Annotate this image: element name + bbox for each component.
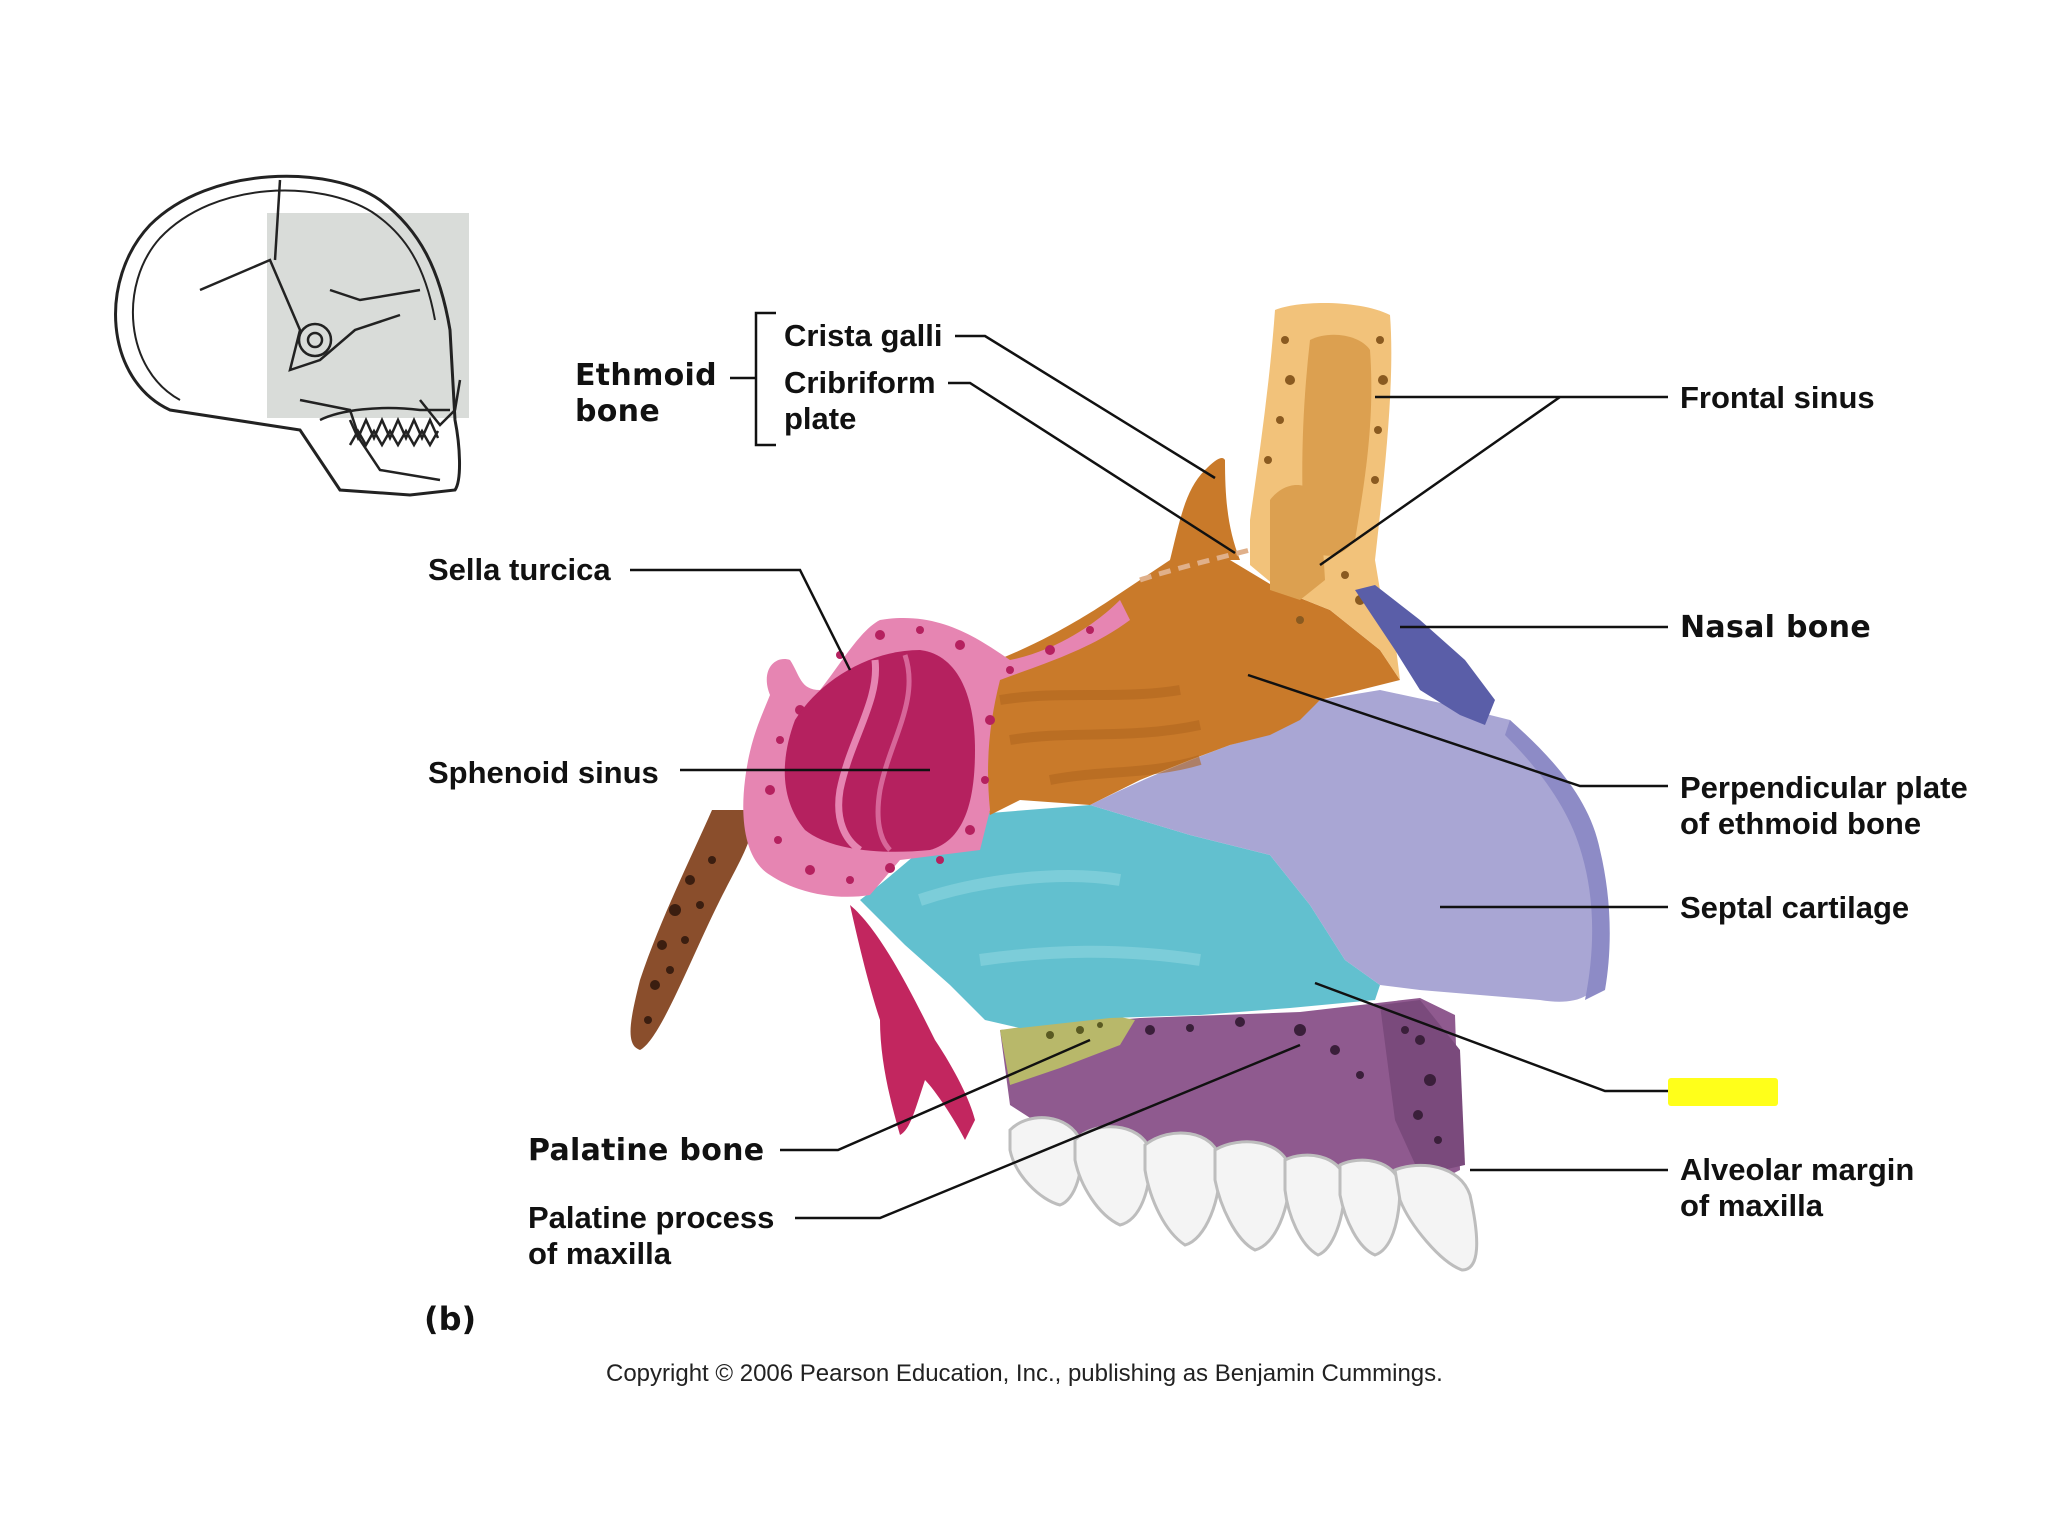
label-palatine-process-line1: Palatine process <box>528 1200 775 1235</box>
label-alveolar-line1: Alveolar margin <box>1680 1152 1915 1187</box>
label-alveolar-margin: Alveolar margin of maxilla <box>1680 1152 1914 1224</box>
label-septal-cartilage: Septal cartilage <box>1680 890 1910 925</box>
vomer <box>860 805 1380 1028</box>
label-ethmoid-bone-line1: Ethmoid <box>575 358 717 393</box>
label-cribriform-plate: Cribriform plate <box>784 365 936 437</box>
figure-part-label: (b) <box>424 1300 477 1338</box>
label-perpendicular-plate: Perpendicular plate of ethmoid bone <box>1680 770 1968 842</box>
nasal-bone-shape <box>1355 585 1495 725</box>
maxilla-front <box>1380 1000 1465 1175</box>
soft-palate-flap <box>850 905 975 1140</box>
label-nasal-bone: Nasal bone <box>1680 610 1871 645</box>
copyright-notice: Copyright © 2006 Pearson Education, Inc.… <box>606 1360 1443 1387</box>
palatine-bone-leader <box>780 1038 1091 1152</box>
sphenoid-process-pores <box>644 856 716 1024</box>
frontal-sinus-leader <box>1319 395 1668 567</box>
label-sphenoid-sinus: Sphenoid sinus <box>428 755 659 790</box>
sphenoid-sinus-cavity <box>784 650 975 852</box>
label-palatine-bone: Palatine bone <box>528 1133 765 1168</box>
crista-galli-leader <box>955 334 1216 480</box>
label-crista-galli: Crista galli <box>784 318 943 353</box>
label-perpendicular-line2: of ethmoid bone <box>1680 806 1922 841</box>
label-palatine-process: Palatine process of maxilla <box>528 1200 774 1272</box>
maxilla-pores <box>1145 1017 1442 1144</box>
label-cribriform-line2: plate <box>784 401 857 436</box>
label-ethmoid-bone: Ethmoid bone <box>575 358 717 430</box>
sphenoid-rim-pores <box>765 626 1094 884</box>
label-frontal-sinus: Frontal sinus <box>1680 380 1875 415</box>
skull-thumbnail <box>114 174 469 497</box>
ethmoid-bracket <box>754 311 776 447</box>
crista-galli-shape <box>1170 458 1240 560</box>
label-alveolar-line2: of maxilla <box>1680 1188 1823 1223</box>
highlighter-mark <box>1668 1078 1778 1106</box>
ethmoid-perpendicular-plate <box>970 520 1400 815</box>
palatine-process-leader <box>795 1043 1301 1220</box>
skull-highlight-box <box>267 213 469 418</box>
vomer-leader <box>1314 981 1668 1093</box>
label-sella-turcica: Sella turcica <box>428 552 611 587</box>
sella-turcica-leader <box>630 568 852 671</box>
perpendicular-plate-leader <box>1247 673 1668 788</box>
sphenoid-process <box>630 810 753 1050</box>
teeth <box>1008 1116 1479 1272</box>
label-cribriform-line1: Cribriform <box>784 365 936 400</box>
leader-lines <box>630 311 1668 1220</box>
septal-cartilage-shape <box>1090 690 1605 1002</box>
label-ethmoid-bone-line2: bone <box>575 394 660 429</box>
cribriform-leader <box>948 381 1236 555</box>
septum-illustration <box>630 303 1610 1272</box>
label-palatine-process-line2: of maxilla <box>528 1236 671 1271</box>
label-perpendicular-line1: Perpendicular plate <box>1680 770 1968 805</box>
